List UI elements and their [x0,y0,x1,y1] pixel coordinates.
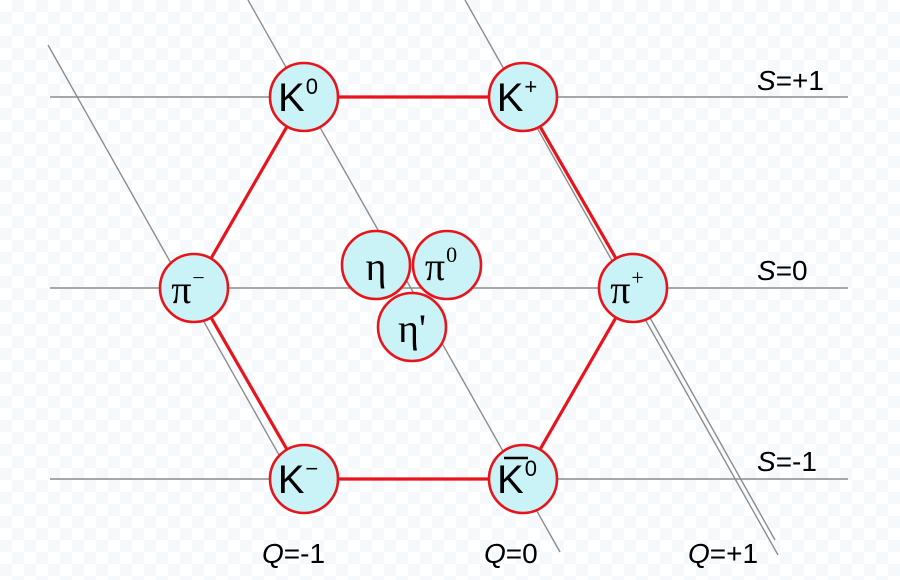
particle-eta-prime: η' [376,291,448,363]
particle-pi-minus: π− [158,252,230,324]
particle-pi-plus: π+ [597,252,669,324]
hexagon-edge [192,96,306,289]
particle-eta: η [340,229,412,301]
particle-label: K+ [497,74,538,121]
hexagon-edge [521,287,635,480]
particle-circle [268,443,340,515]
particle-label: π0 [425,242,457,289]
particle-circle [487,61,559,133]
hexagon-edge [192,287,306,480]
charge-label-q-zero: Q=0 [484,538,538,569]
particle-k-zero: K0 [268,61,340,133]
charge-label-q-minus-1: Q=-1 [262,538,325,569]
grid-line-diag-4 [639,299,776,541]
hexagon-edge [521,96,635,289]
axis-labels: S=+1S=0S=-1Q=-1 Q=0 Q=+1 [262,65,824,569]
particle-circle [340,229,412,301]
particle-k-zero-bar: K0 [487,443,559,515]
particle-label: π− [171,265,205,312]
particle-circle [268,61,340,133]
particle-circle [597,252,669,324]
particle-k-minus: K− [268,443,340,515]
particle-circle [487,443,559,515]
particle-circle [158,252,230,324]
particle-pi-zero: π0 [411,229,483,301]
strangeness-label-s-zero: S=0 [757,255,808,286]
particle-circle [411,229,483,301]
particle-label: K0 [497,456,537,503]
particle-circle [376,291,448,363]
particle-label: η' [398,306,426,351]
strangeness-label-s-minus-1: S=-1 [757,446,817,477]
charge-label-q-plus-1: Q=+1 [688,538,758,569]
particle-nodes: K0 K+ π− π+ K− K0 η π0 η' [158,61,669,515]
particle-k-plus: K+ [487,61,559,133]
particle-label: η [366,244,387,289]
particle-label: K− [278,456,319,503]
hexagon-edges [192,95,635,481]
strangeness-label-s-plus-1: S=+1 [757,65,824,96]
particle-label: K0 [278,74,318,121]
particle-label: π+ [610,265,644,312]
